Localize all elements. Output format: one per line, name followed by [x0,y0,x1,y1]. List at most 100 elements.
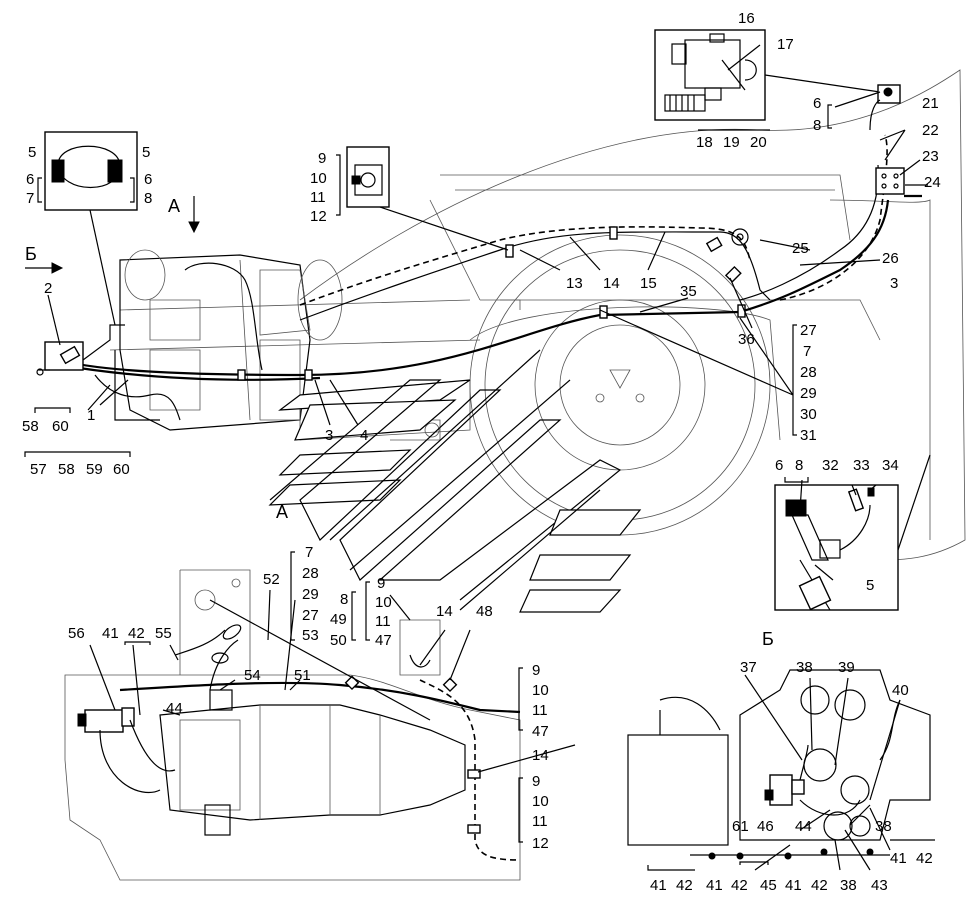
label-10: 10 [532,682,549,699]
label-18: 18 [696,134,713,151]
label-7: 7 [26,190,34,207]
label-20: 20 [750,134,767,151]
label-60: 60 [52,418,69,435]
label-25: 25 [792,240,809,257]
label-9: 9 [318,150,326,167]
label-28: 28 [800,364,817,381]
label-47: 47 [375,632,392,649]
label-11: 11 [532,702,548,719]
pump-unit-2 [36,324,125,376]
label-28: 28 [302,565,319,582]
label-5: 5 [28,144,36,161]
label-60: 60 [113,461,130,478]
label-26: 26 [882,250,899,267]
view-a-label: А [168,196,180,216]
label-6: 6 [775,457,783,474]
label-55: 55 [155,625,172,642]
label-56: 56 [68,625,85,642]
label-7: 7 [305,544,313,561]
label-47: 47 [532,723,549,740]
label-41: 41 [785,877,802,894]
label-21: 21 [922,95,939,112]
label-36: 36 [738,331,755,348]
label-1: 1 [87,407,95,424]
label-42: 42 [128,625,145,642]
label-39: 39 [838,659,855,676]
label-27: 27 [800,322,817,339]
view-b-assembly [627,669,931,860]
label-38: 38 [875,818,892,835]
inset-clamp-top-left [44,131,138,326]
label-33: 33 [853,457,870,474]
label-10: 10 [532,793,549,810]
label-3: 3 [890,275,898,292]
label-43: 43 [871,877,888,894]
label-59: 59 [86,461,103,478]
label-58: 58 [58,461,75,478]
label-10: 10 [310,170,327,187]
label-11: 11 [375,613,391,630]
label-24: 24 [924,174,941,191]
label-29: 29 [302,586,319,603]
view-arrows: А Б [25,196,200,274]
label-11: 11 [532,813,548,830]
label-6: 6 [144,171,152,188]
label-57: 57 [30,461,47,478]
label-41: 41 [890,850,907,867]
label-13: 13 [566,275,583,292]
label-17: 17 [777,36,794,53]
label-8: 8 [340,591,348,608]
label-54: 54 [244,667,261,684]
label-37: 37 [740,659,757,676]
label-9: 9 [377,575,385,592]
inset-fuel-filter [774,454,931,611]
label-31: 31 [800,427,817,444]
label-42: 42 [811,877,828,894]
label-14: 14 [436,603,453,620]
label-61: 61 [732,818,749,835]
label-5: 5 [866,577,874,594]
label-8: 8 [795,457,803,474]
label-52: 52 [263,571,280,588]
label-2: 2 [44,280,52,297]
label-48: 48 [476,603,493,620]
view-a-assembly [64,569,521,881]
label-6: 6 [26,171,34,188]
label-44: 44 [795,818,812,835]
label-22: 22 [922,122,939,139]
label-12: 12 [532,835,549,852]
label-12: 12 [310,208,327,225]
label-29: 29 [800,385,817,402]
label-38: 38 [840,877,857,894]
view-b-marker: Б [762,629,774,649]
label-46: 46 [757,818,774,835]
label-42: 42 [916,850,933,867]
view-b-label: Б [25,244,37,264]
label-10: 10 [375,594,392,611]
label-42: 42 [731,877,748,894]
label-4: 4 [360,427,368,444]
label-11: 11 [310,189,326,206]
label-41: 41 [102,625,119,642]
label-27: 27 [302,607,319,624]
label-7: 7 [803,343,811,360]
label-8: 8 [144,190,152,207]
label-6: 6 [813,95,821,112]
label-41: 41 [650,877,667,894]
label-53: 53 [302,627,319,644]
label-30: 30 [800,406,817,423]
view-a-marker: А [276,502,288,522]
label-42: 42 [676,877,693,894]
leader-lines [47,44,928,871]
label-50: 50 [330,632,347,649]
label-51: 51 [294,667,311,684]
label-brackets [24,104,935,871]
main-assembly [36,69,966,613]
label-3: 3 [325,427,333,444]
inset-clamp-9-12 [346,146,509,251]
label-45: 45 [760,877,777,894]
label-40: 40 [892,682,909,699]
label-19: 19 [723,134,740,151]
label-14: 14 [532,747,549,764]
